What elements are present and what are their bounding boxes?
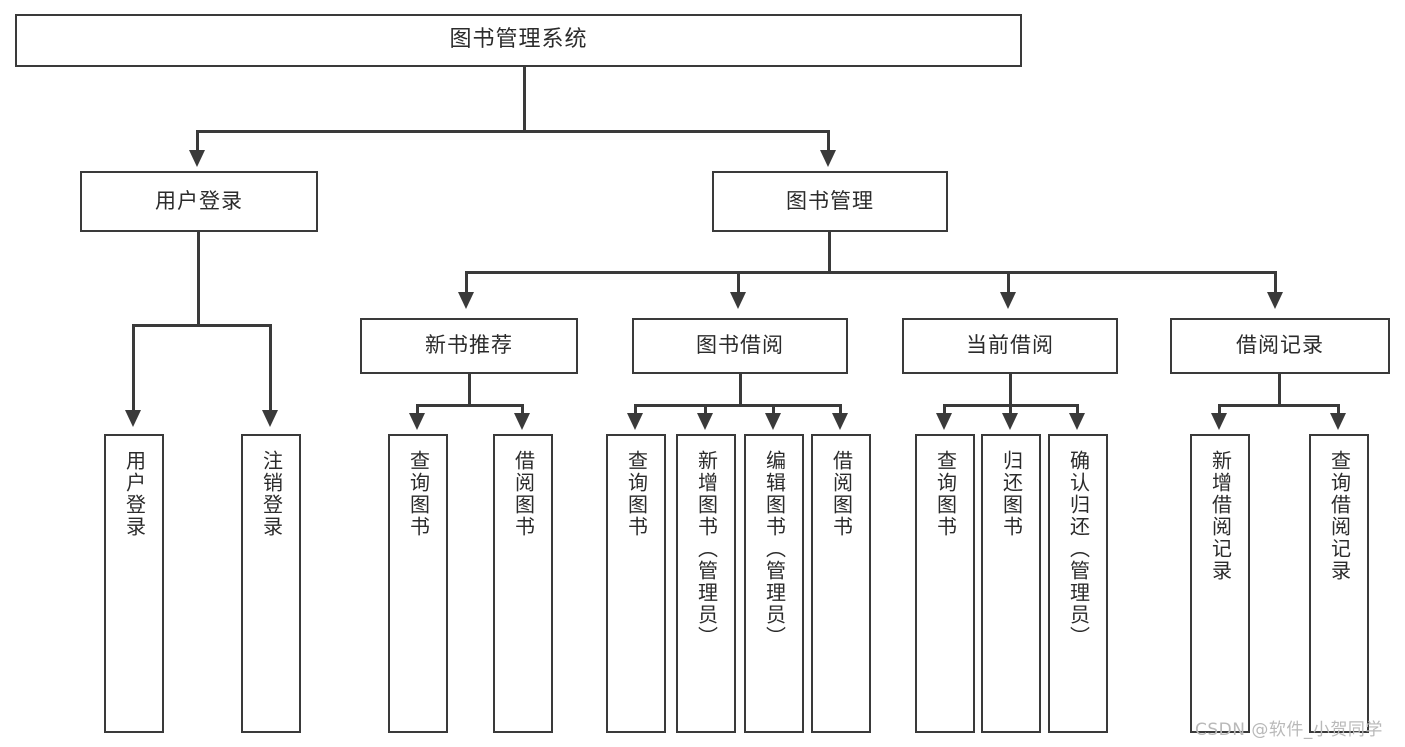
connector-bb-drop-2 (704, 404, 707, 416)
connector-bb-bar (634, 404, 842, 407)
node-leaf-query-record[interactable]: 查询借阅记录 (1309, 434, 1369, 733)
connector-level2-drop-4 (1274, 271, 1277, 294)
node-current-borrow[interactable]: 当前借阅 (902, 318, 1118, 374)
connector-level1-bar (196, 130, 830, 133)
node-user-login-label: 用户登录 (155, 188, 243, 213)
node-leaf-query-book-2[interactable]: 查询图书 (606, 434, 666, 733)
arrow-to-leaf-confirm-return (1069, 413, 1085, 430)
connector-level1-down-left (196, 130, 199, 152)
arrow-to-new-book-recommend (458, 292, 474, 309)
node-leaf-add-book-label: 新增图书（管理员） (694, 450, 719, 648)
node-book-borrow-label: 图书借阅 (696, 333, 784, 358)
connector-cb-drop-2 (1009, 404, 1012, 416)
connector-br-stem (1278, 374, 1281, 407)
arrow-to-leaf-borrow-book-2 (832, 413, 848, 430)
arrow-to-leaf-borrow-book-1 (514, 413, 530, 430)
node-leaf-user-login-label: 用户登录 (122, 450, 147, 538)
node-book-borrow[interactable]: 图书借阅 (632, 318, 848, 374)
connector-bb-stem (739, 374, 742, 407)
connector-br-drop-2 (1337, 404, 1340, 416)
connector-bb-drop-1 (634, 404, 637, 416)
connector-user-login-drop-1 (132, 324, 135, 412)
connector-nbr-drop-1 (416, 404, 419, 416)
node-leaf-user-logout-label: 注销登录 (259, 450, 284, 538)
arrow-to-leaf-return-book (1002, 413, 1018, 430)
node-leaf-query-book-1[interactable]: 查询图书 (388, 434, 448, 733)
arrow-to-leaf-query-record (1330, 413, 1346, 430)
connector-nbr-stem (468, 374, 471, 407)
node-leaf-add-book[interactable]: 新增图书（管理员） (676, 434, 736, 733)
arrow-to-borrow-record (1267, 292, 1283, 309)
connector-cb-stem (1009, 374, 1012, 407)
node-new-book-recommend[interactable]: 新书推荐 (360, 318, 578, 374)
connector-nbr-bar (416, 404, 524, 407)
node-leaf-borrow-book-2[interactable]: 借阅图书 (811, 434, 871, 733)
node-leaf-add-record-label: 新增借阅记录 (1208, 450, 1233, 582)
node-leaf-add-record[interactable]: 新增借阅记录 (1190, 434, 1250, 733)
arrow-to-leaf-add-book (697, 413, 713, 430)
connector-user-login-stem (197, 232, 200, 327)
csdn-watermark: CSDN @软件_小贺同学 (1195, 720, 1383, 740)
node-leaf-user-logout[interactable]: 注销登录 (241, 434, 301, 733)
connector-level2-drop-3 (1007, 271, 1010, 294)
node-leaf-borrow-book-1-label: 借阅图书 (511, 450, 536, 538)
connector-root-stem (523, 67, 526, 130)
connector-br-bar (1218, 404, 1340, 407)
arrow-to-leaf-user-logout (262, 410, 278, 427)
node-book-manage[interactable]: 图书管理 (712, 171, 948, 232)
connector-bb-drop-3 (772, 404, 775, 416)
node-borrow-record[interactable]: 借阅记录 (1170, 318, 1390, 374)
node-leaf-query-book-1-label: 查询图书 (406, 450, 431, 538)
connector-user-login-drop-2 (269, 324, 272, 412)
arrow-to-leaf-user-login (125, 410, 141, 427)
arrow-to-book-borrow (730, 292, 746, 309)
connector-level2-drop-2 (737, 271, 740, 294)
connector-br-drop-1 (1218, 404, 1221, 416)
node-root[interactable]: 图书管理系统 (15, 14, 1022, 67)
node-leaf-edit-book-label: 编辑图书（管理员） (762, 450, 787, 648)
node-leaf-user-login[interactable]: 用户登录 (104, 434, 164, 733)
node-leaf-return-book-label: 归还图书 (999, 450, 1024, 538)
node-new-book-recommend-label: 新书推荐 (425, 333, 513, 358)
node-root-label: 图书管理系统 (449, 27, 588, 53)
arrow-to-book-manage (820, 150, 836, 167)
node-borrow-record-label: 借阅记录 (1236, 333, 1324, 358)
arrow-to-leaf-query-book-3 (936, 413, 952, 430)
connector-bb-drop-4 (839, 404, 842, 416)
arrow-to-leaf-query-book-2 (627, 413, 643, 430)
connector-user-login-bar (132, 324, 272, 327)
node-leaf-confirm-return[interactable]: 确认归还（管理员） (1048, 434, 1108, 733)
node-leaf-query-book-2-label: 查询图书 (624, 450, 649, 538)
connector-cb-drop-3 (1076, 404, 1079, 416)
node-user-login[interactable]: 用户登录 (80, 171, 318, 232)
node-leaf-query-book-3-label: 查询图书 (933, 450, 958, 538)
connector-level2-drop-1 (465, 271, 468, 294)
arrow-to-leaf-edit-book (765, 413, 781, 430)
node-leaf-return-book[interactable]: 归还图书 (981, 434, 1041, 733)
node-leaf-confirm-return-label: 确认归还（管理员） (1066, 450, 1091, 648)
node-book-manage-label: 图书管理 (786, 188, 874, 213)
arrow-to-current-borrow (1000, 292, 1016, 309)
node-leaf-edit-book[interactable]: 编辑图书（管理员） (744, 434, 804, 733)
arrow-to-user-login (189, 150, 205, 167)
arrow-to-leaf-query-book-1 (409, 413, 425, 430)
node-leaf-borrow-book-1[interactable]: 借阅图书 (493, 434, 553, 733)
connector-level1-down-right (827, 130, 830, 152)
connector-book-manage-stem (828, 232, 831, 273)
connector-cb-drop-1 (943, 404, 946, 416)
node-leaf-borrow-book-2-label: 借阅图书 (829, 450, 854, 538)
node-leaf-query-book-3[interactable]: 查询图书 (915, 434, 975, 733)
node-leaf-query-record-label: 查询借阅记录 (1327, 450, 1352, 582)
arrow-to-leaf-add-record (1211, 413, 1227, 430)
connector-level2-bar (465, 271, 1277, 274)
connector-nbr-drop-2 (521, 404, 524, 416)
node-current-borrow-label: 当前借阅 (966, 333, 1054, 358)
